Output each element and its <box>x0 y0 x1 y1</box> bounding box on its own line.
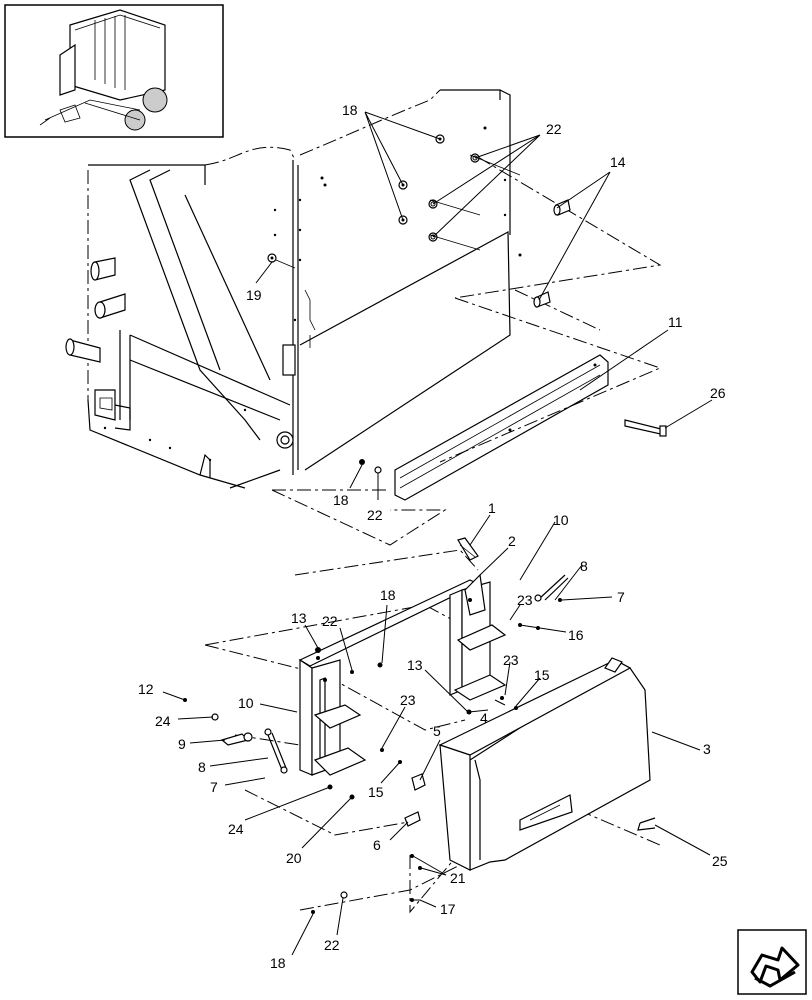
callout-18: 18 <box>270 955 286 971</box>
next-page-arrow-icon[interactable] <box>737 929 807 995</box>
callout-22: 22 <box>367 507 383 523</box>
callout-26: 26 <box>710 385 726 401</box>
assembly-guide-lines-upper <box>204 156 662 914</box>
callout-10: 10 <box>238 695 254 711</box>
callout-22: 22 <box>546 121 562 137</box>
baler-frame <box>65 89 522 489</box>
nut-washer-cluster <box>267 134 521 474</box>
callout-15: 15 <box>368 784 384 800</box>
cross-bar <box>394 354 609 501</box>
bushing-parts <box>533 199 571 308</box>
callout-13: 13 <box>407 657 423 673</box>
callout-3: 3 <box>703 741 711 757</box>
callout-4: 4 <box>480 710 488 726</box>
callout-7: 7 <box>617 589 625 605</box>
callout-14: 14 <box>610 154 626 170</box>
callout-6: 6 <box>373 837 381 853</box>
callout-21: 21 <box>450 870 466 886</box>
shield-cover <box>438 657 651 871</box>
small-bracket-parts <box>311 773 426 914</box>
callout-23: 23 <box>517 592 533 608</box>
callout-5: 5 <box>433 723 441 739</box>
callout-1: 1 <box>488 500 496 516</box>
callout-18: 18 <box>342 102 358 118</box>
callout-15: 15 <box>534 667 550 683</box>
callout-labels: 18 22 14 19 11 26 18 22 1 2 10 8 7 23 16… <box>138 102 728 971</box>
callout-7: 7 <box>210 779 218 795</box>
callout-10: 10 <box>553 512 569 528</box>
callout-16: 16 <box>568 627 584 643</box>
callout-23: 23 <box>400 692 416 708</box>
callout-23: 23 <box>503 652 519 668</box>
spring-and-handle-parts <box>220 537 569 774</box>
callout-18: 18 <box>380 587 396 603</box>
bolt-part-26 <box>624 419 667 437</box>
callout-8: 8 <box>198 759 206 775</box>
leader-lines <box>162 111 713 956</box>
callout-18: 18 <box>333 492 349 508</box>
callout-19: 19 <box>246 287 262 303</box>
callout-22: 22 <box>322 613 338 629</box>
callout-13: 13 <box>291 610 307 626</box>
callout-24: 24 <box>228 821 244 837</box>
callout-17: 17 <box>440 901 456 917</box>
callout-24: 24 <box>155 713 171 729</box>
callout-2: 2 <box>508 533 516 549</box>
callout-20: 20 <box>286 850 302 866</box>
callout-11: 11 <box>668 314 683 330</box>
callout-12: 12 <box>138 681 154 697</box>
clip-part-25 <box>637 817 656 831</box>
callout-8: 8 <box>580 558 588 574</box>
callout-9: 9 <box>178 736 186 752</box>
baler-thumbnail-icon <box>4 4 224 138</box>
callout-25: 25 <box>712 853 728 869</box>
callout-22: 22 <box>324 937 340 953</box>
